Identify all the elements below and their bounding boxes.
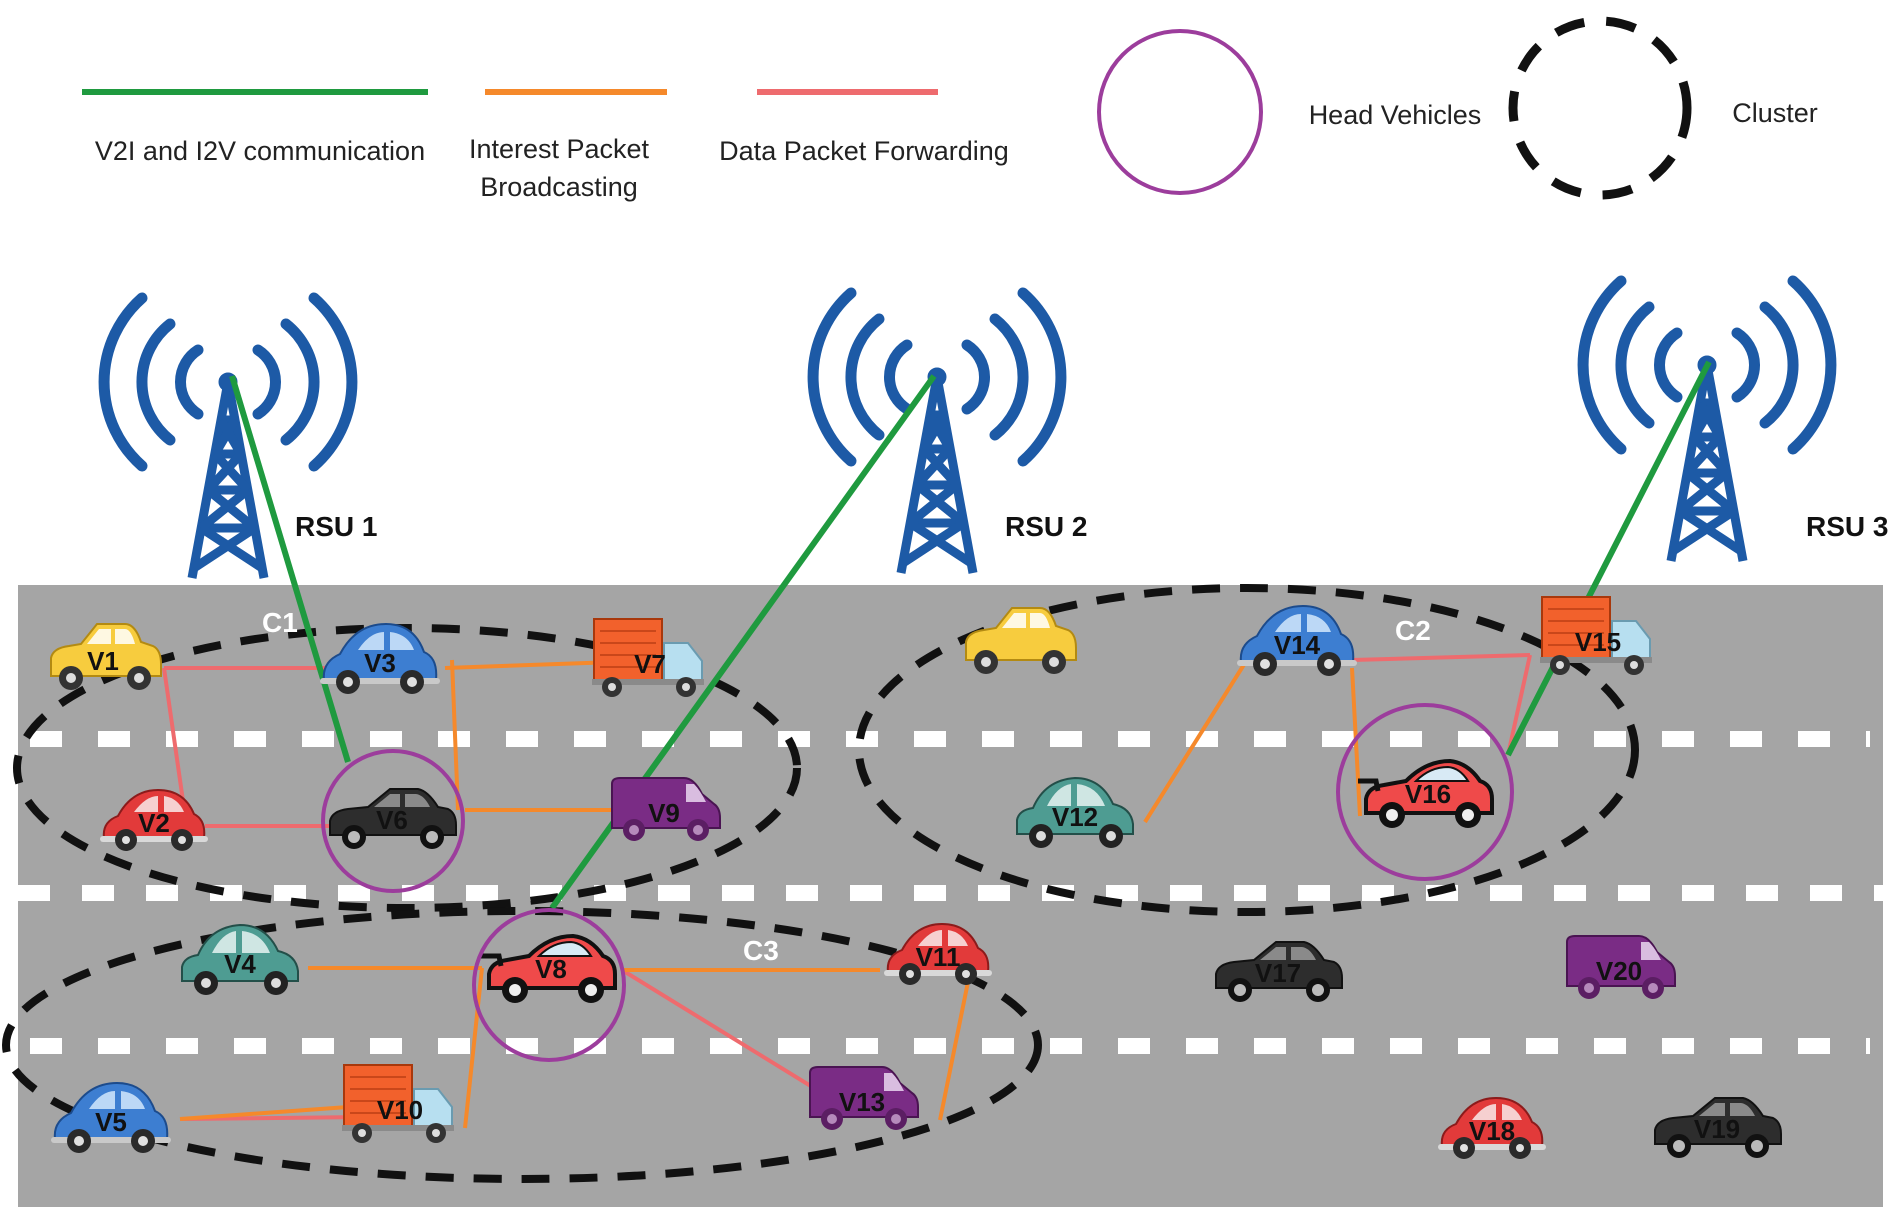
vehicle-v3: V3	[319, 623, 441, 695]
legend-v2i-label: V2I and I2V communication	[95, 136, 425, 166]
vehicle-v7: V7	[591, 618, 705, 698]
vehicle-v10: V10	[341, 1064, 455, 1144]
vehicle-v19-label: V19	[1694, 1114, 1740, 1144]
interest-link-v8-v10	[463, 967, 484, 1129]
vehicle-v3-label: V3	[364, 648, 396, 678]
cluster-c3-boundary	[2, 907, 1042, 1183]
vehicle-v1: V1	[50, 623, 162, 691]
cluster-c2-label: C2	[1395, 615, 1431, 646]
vehicle-v16: V16	[1358, 761, 1492, 828]
legend: V2I and I2V communication Interest Packe…	[82, 16, 1818, 202]
vehicle-v5: V5	[50, 1082, 172, 1154]
legend-head-swatch	[1097, 29, 1263, 195]
cluster-c1-boundary	[13, 624, 801, 912]
vehicle-v18: V18	[1437, 1097, 1547, 1160]
legend-cluster-label: Cluster	[1732, 98, 1818, 128]
road-area	[18, 585, 1883, 1207]
rsu-3-tower-icon	[1583, 281, 1831, 561]
vehicle-v13: V13	[809, 1066, 919, 1131]
interest-link-v7-v6	[450, 659, 460, 811]
vehicle-v2-label: V2	[138, 808, 170, 838]
vehicle-v17: V17	[1215, 941, 1343, 1003]
rsu-2-label: RSU 2	[1005, 511, 1087, 542]
vehicle-v9-label: V9	[648, 798, 680, 828]
head-vehicle-rings	[321, 703, 1514, 1062]
vehicle-v19: V19	[1654, 1097, 1782, 1159]
vehicle-v14: V14	[1236, 605, 1358, 677]
legend-interest-label-1: Interest Packet	[469, 134, 650, 164]
vehicle-v15-label: V15	[1575, 627, 1621, 657]
cluster-c2-boundary	[855, 584, 1639, 916]
vehicle-v9: V9	[611, 777, 721, 842]
interest-link-v14-v12	[1143, 653, 1252, 824]
vehicle-v6: V6	[329, 788, 457, 850]
interest-link-v3-v7	[444, 660, 616, 670]
vehicle-v1-label: V1	[87, 646, 119, 676]
head-ring-v16	[1336, 703, 1514, 881]
vehicle-v17-label: V17	[1255, 958, 1301, 988]
rsu-3: RSU 3	[1583, 281, 1888, 561]
legend-data-label: Data Packet Forwarding	[719, 136, 1009, 166]
vehicle-v11: V11	[883, 923, 993, 986]
vehicle-v20-label: V20	[1596, 956, 1642, 986]
vehicle-v2: V2	[99, 789, 209, 852]
vehicle-v12-label: V12	[1052, 802, 1098, 832]
interest-broadcast-links	[179, 653, 1362, 1129]
cluster-c3-label: C3	[743, 935, 779, 966]
v2i-link-rsu3-v16	[1505, 360, 1712, 757]
data-link-v8-v13	[620, 968, 842, 1106]
vehicle-v13-label: V13	[839, 1087, 885, 1117]
vehicle-v15: V15	[1539, 596, 1653, 676]
rsu-1: RSU 1	[104, 298, 377, 578]
legend-cluster-swatch	[1508, 16, 1692, 200]
v2i-link-rsu1-v6	[229, 375, 351, 763]
data-forwarding-links	[162, 653, 1532, 1121]
vehicle-v10-label: V10	[377, 1095, 423, 1125]
legend-head-label: Head Vehicles	[1309, 100, 1482, 130]
vehicle-v7-label: V7	[634, 649, 666, 679]
vehicle-v8-label: V8	[535, 954, 567, 984]
data-link-v1-v2	[162, 667, 188, 823]
cluster-c3: C3	[2, 907, 1042, 1183]
vehicle-v11-label: V11	[916, 942, 961, 972]
data-link-v15-v16	[1506, 654, 1532, 756]
vehicle-v18-label: V18	[1469, 1116, 1515, 1146]
interest-link-v11-v13	[938, 971, 972, 1121]
vehicle-v16-label: V16	[1405, 779, 1451, 809]
data-link-v14-v15	[1351, 653, 1531, 662]
vehicle-v4-label: V4	[224, 949, 256, 979]
vehicle-v6-label: V6	[376, 805, 408, 835]
vehicle-v4: V4	[181, 924, 299, 996]
legend-interest-label-2: Broadcasting	[480, 172, 638, 202]
interest-link-v10-v5	[179, 1104, 363, 1121]
cluster-c2: C2	[855, 584, 1639, 916]
vehicle-v12: V12	[1016, 777, 1134, 849]
vehicle-v20: V20	[1566, 935, 1676, 1000]
rsu-1-label: RSU 1	[295, 511, 377, 542]
vehicle-v14-label: V14	[1274, 630, 1321, 660]
vehicle-v5-label: V5	[95, 1107, 127, 1137]
cluster-c1: C1	[13, 607, 801, 912]
head-ring-v6	[321, 749, 465, 893]
rsu-2: RSU 2	[813, 293, 1087, 573]
vehicle-v8: V8	[481, 936, 615, 1003]
rsu-3-label: RSU 3	[1806, 511, 1888, 542]
head-ring-v8	[472, 908, 626, 1062]
cluster-c1-label: C1	[262, 607, 298, 638]
